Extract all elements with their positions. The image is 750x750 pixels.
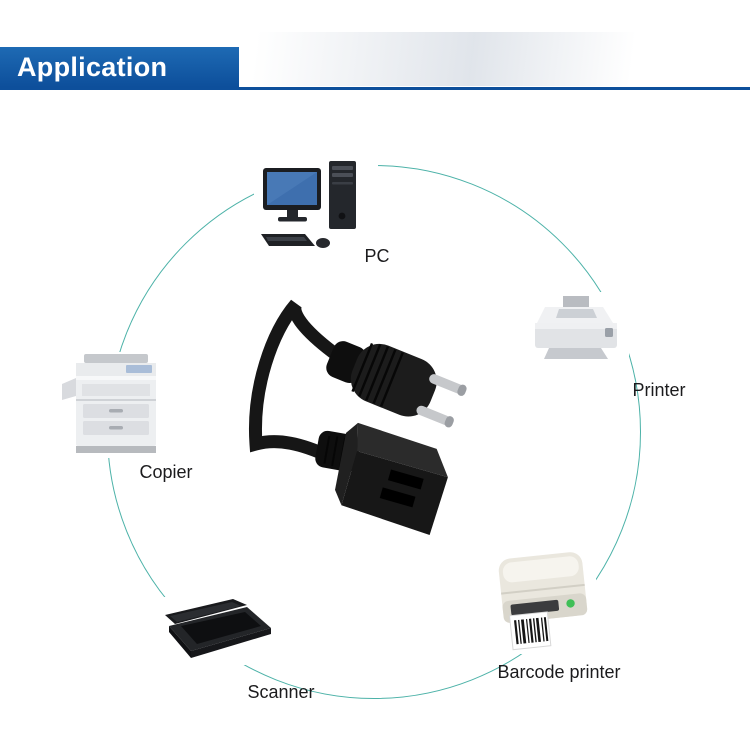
printer-image [527,292,629,367]
scanner-label: Scanner [247,682,315,702]
page-title: Application [17,51,168,82]
barcode-printer-image [476,548,596,654]
c13-connector [315,422,448,535]
copier-illustration [62,354,156,453]
scanner-illustration [165,599,271,658]
power-cable [248,299,345,463]
barcode-label [508,611,552,651]
pc-image [254,155,378,254]
eu-plug [326,341,467,428]
copier-image [60,352,172,458]
power-cord-illustration [248,299,467,535]
pc-illustration [261,161,356,248]
barcode-printer-illustration [498,552,588,651]
barcode-printer-body [498,552,588,651]
printer-label: Printer [632,380,686,400]
power-cord-image [248,298,480,560]
banner-underline [0,87,750,90]
application-banner: Application [0,47,239,87]
copier-label: Copier [139,462,193,482]
scanner-image [158,597,276,665]
banner-shade [235,32,665,86]
printer-illustration [535,296,617,359]
barcode-printer-label: Barcode printer [497,662,621,682]
pc-label: PC [364,246,390,266]
